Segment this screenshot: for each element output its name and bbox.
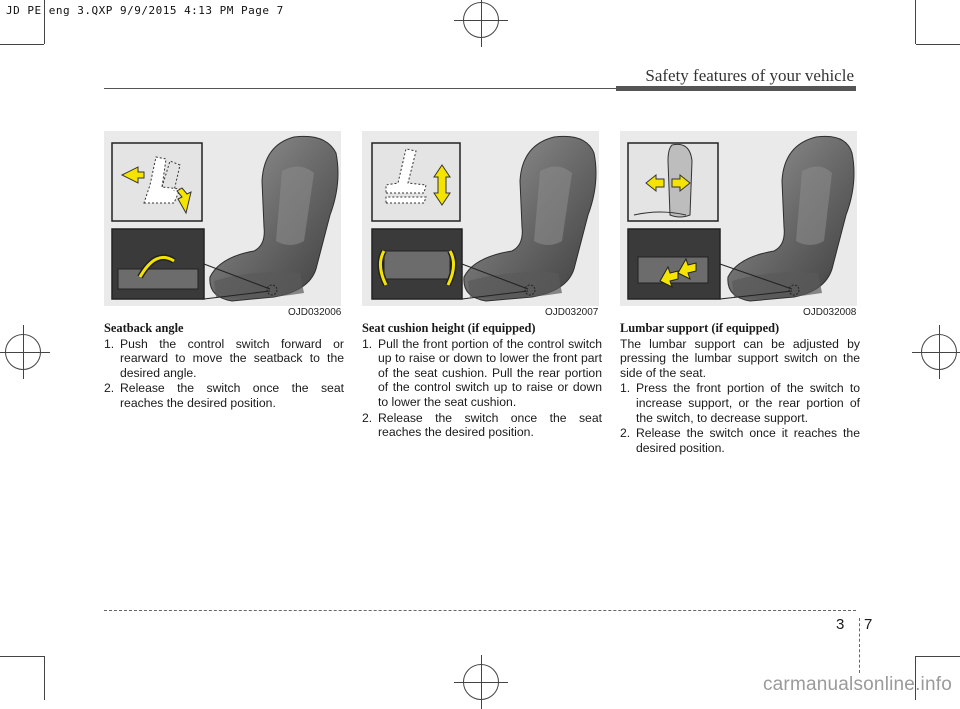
crop-mark [915, 656, 916, 700]
arrow-forward-icon [176, 187, 192, 215]
crop-mark [916, 656, 960, 657]
inset-switch-closeup [371, 228, 536, 300]
step-number: 1. [362, 336, 373, 351]
step-number: 1. [104, 336, 115, 351]
column-seat-cushion-height: Seat cushion height (if equipped) 1. Pul… [362, 321, 602, 441]
arrow-press-front-icon [659, 265, 679, 288]
figure-code: OJD032006 [288, 307, 342, 318]
arrow-left-icon [645, 173, 665, 193]
crop-mark [0, 44, 44, 45]
crop-mark [44, 656, 45, 700]
step-number: 1. [620, 381, 631, 396]
instruction-step: 1. Pull the front portion of the control… [362, 337, 602, 410]
section-title: Safety features of your vehicle [645, 66, 854, 85]
arrow-rear-icon [120, 166, 145, 184]
header-rule [104, 88, 616, 89]
seat-illustration [111, 135, 339, 302]
figure-code: OJD032007 [545, 307, 599, 318]
inset-seat-diagram [111, 142, 203, 222]
inset-switch-closeup [627, 228, 800, 300]
arrow-press-rear-icon [677, 257, 697, 280]
column-lumbar-support: Lumbar support (if equipped) The lumbar … [620, 321, 860, 456]
step-text: Pull the front portion of the control sw… [378, 336, 602, 409]
seat-photo [463, 135, 597, 302]
watermark: carmanualsonline.info [762, 674, 952, 695]
page-number-divider [859, 618, 860, 673]
step-text: Press the front portion of the switch to… [636, 381, 860, 425]
instruction-step: 1. Push the control switch forward or re… [104, 337, 344, 381]
seat-photo [209, 135, 339, 302]
registration-mark-icon [454, 0, 508, 47]
figure-lumbar-support [620, 131, 857, 306]
seat-illustration [627, 135, 855, 302]
arrow-right-icon [671, 173, 691, 193]
figure-seatback-angle [104, 131, 341, 306]
instruction-step: 2. Release the switch once it reaches th… [620, 426, 860, 455]
header-bar [616, 86, 856, 91]
registration-mark-icon [454, 655, 508, 709]
step-text: Push the control switch forward or rearw… [120, 336, 344, 380]
seat-illustration [371, 135, 597, 302]
column-title: Seatback angle [104, 321, 184, 335]
crop-mark [916, 44, 960, 45]
seat-photo [727, 135, 855, 302]
inset-seat-diagram [371, 142, 461, 222]
page-number: 7 [864, 616, 873, 633]
crop-mark [915, 0, 916, 44]
step-text: Release the switch once it reaches the d… [636, 426, 860, 455]
figure-seat-cushion-height [362, 131, 599, 306]
instruction-step: 1. Press the front portion of the switch… [620, 381, 860, 425]
column-title: Seat cushion height (if equipped) [362, 321, 536, 335]
print-slug: JD PE eng 3.QXP 9/9/2015 4:13 PM Page 7 [6, 4, 284, 17]
step-number: 2. [362, 410, 373, 425]
inset-switch-closeup [111, 228, 278, 300]
registration-mark-icon [912, 325, 960, 379]
step-text: Release the switch once the seat reaches… [378, 410, 602, 440]
chapter-number: 3 [836, 616, 845, 633]
step-number: 2. [620, 426, 631, 441]
registration-mark-icon [0, 325, 50, 379]
column-seatback-angle: Seatback angle 1. Push the control switc… [104, 321, 344, 412]
step-text: Release the switch once the seat reaches… [120, 381, 344, 410]
column-title: Lumbar support (if equipped) [620, 321, 780, 335]
instruction-step: 2. Release the switch once the seat reac… [104, 381, 344, 410]
step-number: 2. [104, 381, 115, 396]
footer-rule [104, 610, 856, 611]
figure-code: OJD032008 [803, 307, 857, 318]
column-intro: The lumbar support can be adjusted by pr… [620, 336, 860, 380]
inset-seat-diagram [627, 142, 719, 222]
instruction-step: 2. Release the switch once the seat reac… [362, 411, 602, 440]
arrow-up-down-icon [433, 164, 451, 206]
crop-mark [44, 0, 45, 44]
crop-mark [0, 656, 44, 657]
